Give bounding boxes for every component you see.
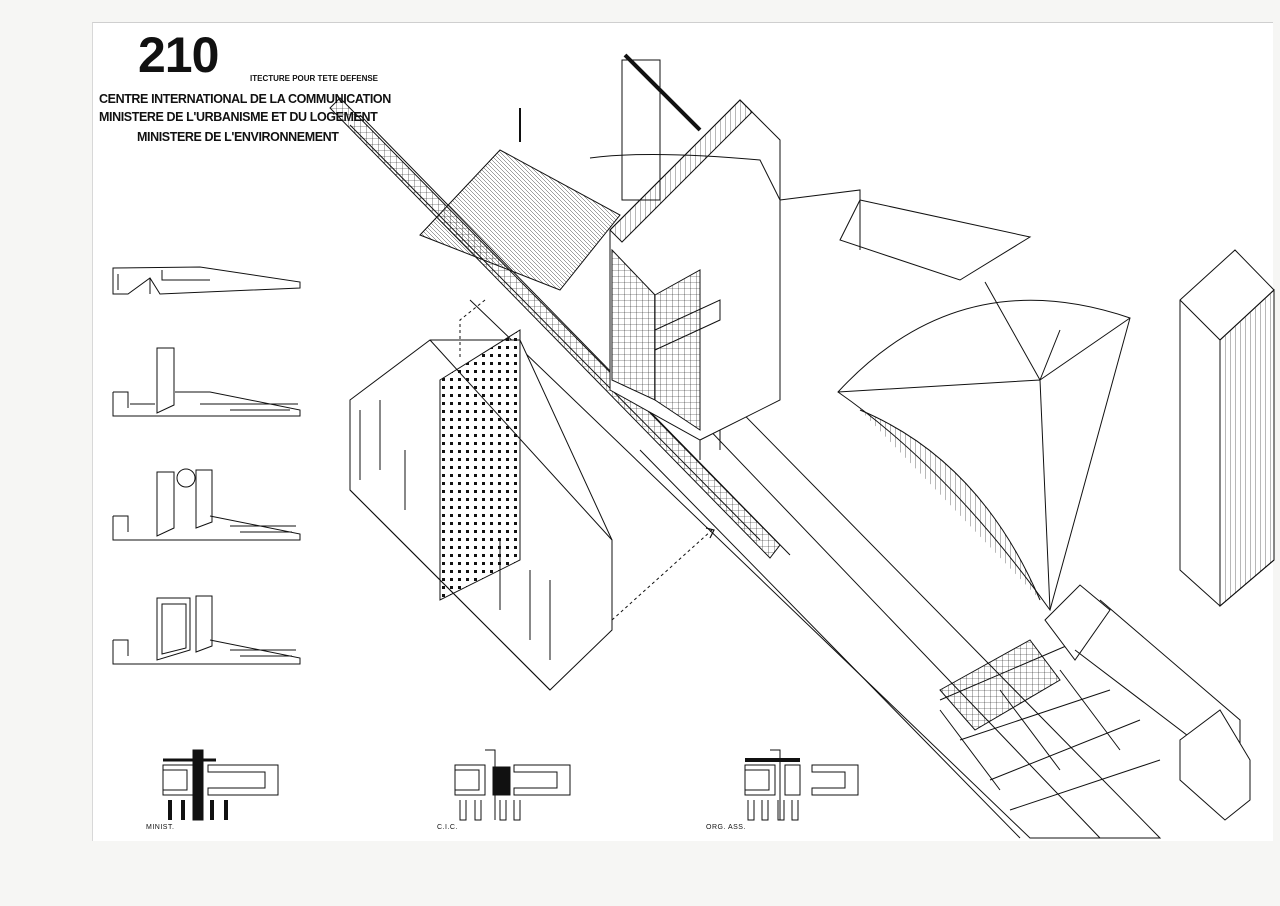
stage-diagram-2 — [112, 347, 301, 417]
title-line-environnement: MINISTERE DE L'ENVIRONNEMENT — [137, 130, 339, 144]
title-line-urbanisme: MINISTERE DE L'URBANISME ET DU LOGEMENT — [99, 110, 378, 124]
lower-right-buildings — [1044, 584, 1251, 821]
schematic-cic — [454, 749, 571, 821]
project-number: 210 — [138, 27, 219, 83]
project-subtitle: ITECTURE POUR TETE DEFENSE — [250, 74, 379, 83]
stage-diagram-4 — [112, 595, 301, 665]
stage-diagram-1 — [112, 266, 301, 295]
schematic-org-ass — [744, 749, 859, 821]
label-minist: MINIST. — [146, 824, 175, 831]
ground-plane — [469, 299, 1162, 839]
exploded-block — [349, 299, 715, 691]
far-right-tower — [1179, 249, 1275, 608]
stage-diagram-3 — [112, 468, 301, 541]
label-cic: C.I.C. — [437, 824, 458, 831]
label-org-ass: ORG. ASS. — [706, 824, 746, 831]
schematic-minist — [162, 749, 279, 821]
central-tower — [609, 53, 781, 460]
title-line-cic: CENTRE INTERNATIONAL DE LA COMMUNICATION — [99, 92, 391, 106]
rear-wing — [419, 149, 1032, 291]
shell-roof — [837, 281, 1131, 612]
